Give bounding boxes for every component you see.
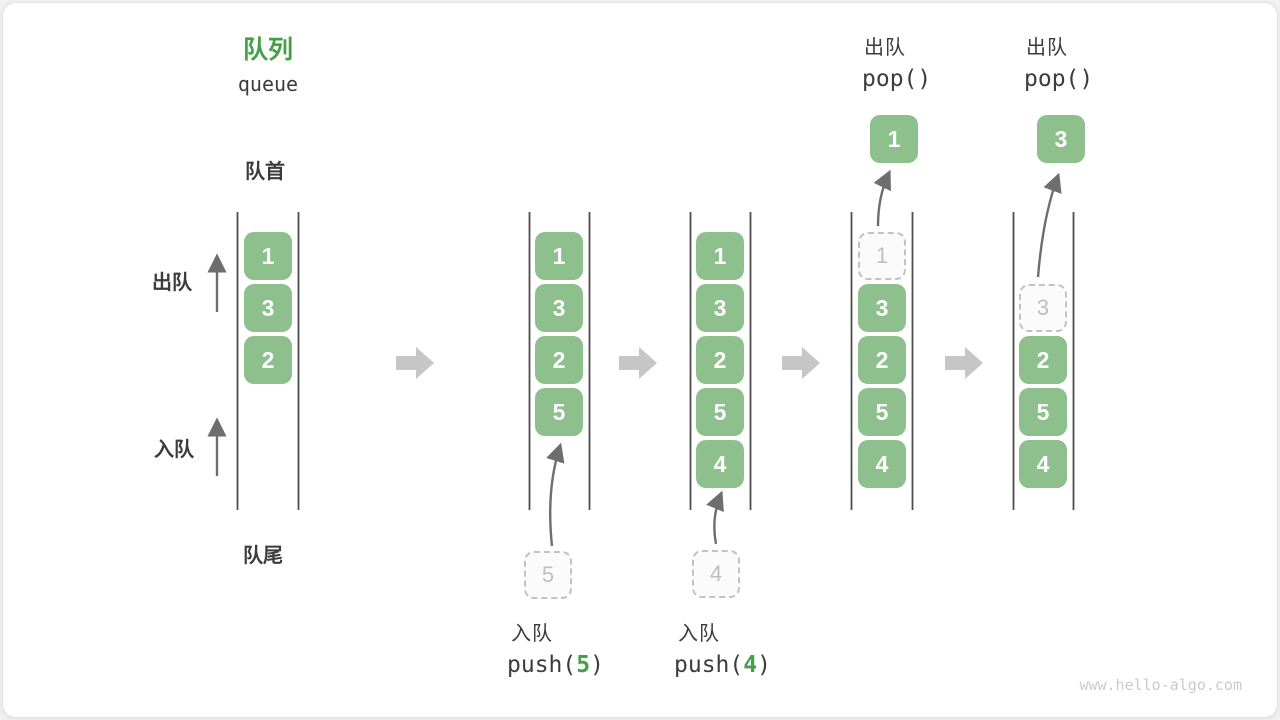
push-arrow-icon: [546, 442, 565, 547]
push-op-label: 入队: [678, 623, 720, 645]
pop-op-label: 出队: [1026, 37, 1068, 59]
queue-cell: 4: [858, 440, 906, 488]
transition-arrow-icon: [945, 347, 983, 379]
pop-op-code: pop(): [1024, 66, 1094, 92]
pop-op-label: 出队: [864, 37, 906, 59]
code-prefix: push(: [507, 652, 577, 678]
transition-arrows: [396, 347, 983, 379]
figure-subtitle: queue: [237, 72, 299, 96]
queue-cell: 5: [858, 388, 906, 436]
queue-cell: 5: [1019, 388, 1067, 436]
pop-arrow-icon: [1036, 172, 1062, 278]
transition-arrow-icon: [619, 347, 657, 379]
queue-cell-removed: 1: [858, 232, 906, 280]
queue-cell-removed: 3: [1019, 284, 1067, 332]
staging-value-box: 4: [692, 550, 740, 598]
queue-cell: 2: [244, 336, 292, 384]
queue-cell: 4: [1019, 440, 1067, 488]
code-suffix: ): [590, 652, 604, 678]
code-arg: 5: [576, 652, 591, 678]
queue-cell: 3: [535, 284, 583, 332]
push-arrow-icon: [706, 490, 724, 545]
queue-cell: 4: [696, 440, 744, 488]
pop-op-code: pop(): [862, 66, 932, 92]
dequeue-label: 出队: [152, 272, 192, 294]
push-op-code: push(4): [674, 652, 771, 678]
operation-arrows: [546, 169, 1062, 547]
enqueue-label: 入队: [154, 439, 194, 461]
queue-cell: 1: [535, 232, 583, 280]
queue-container-walls: [236, 212, 1075, 510]
queue-cell: 2: [858, 336, 906, 384]
queue-cell: 3: [858, 284, 906, 332]
queue-cell: 2: [1019, 336, 1067, 384]
staging-value-box: 5: [524, 551, 572, 599]
queue-cell: 1: [696, 232, 744, 280]
code-suffix: ): [757, 652, 771, 678]
figure-title: 队列: [242, 36, 294, 64]
queue-front-label: 队首: [245, 161, 285, 183]
queue-cell: 5: [696, 388, 744, 436]
transition-arrow-icon: [782, 347, 820, 379]
queue-cell: 2: [535, 336, 583, 384]
push-op-code: push(5): [507, 652, 604, 678]
queue-cell: 2: [696, 336, 744, 384]
queue-rear-label: 队尾: [243, 545, 283, 567]
push-op-label: 入队: [511, 623, 553, 645]
transition-arrow-icon: [396, 347, 434, 379]
popped-value-box: 3: [1037, 115, 1085, 163]
pop-arrow-icon: [873, 169, 891, 227]
queue-cell: 1: [244, 232, 292, 280]
code-arg: 4: [743, 652, 758, 678]
code-prefix: push(: [674, 652, 744, 678]
queue-cell: 3: [696, 284, 744, 332]
queue-cell: 5: [535, 388, 583, 436]
watermark: www.hello-algo.com: [1079, 676, 1242, 694]
popped-value-box: 1: [870, 115, 918, 163]
queue-cell: 3: [244, 284, 292, 332]
